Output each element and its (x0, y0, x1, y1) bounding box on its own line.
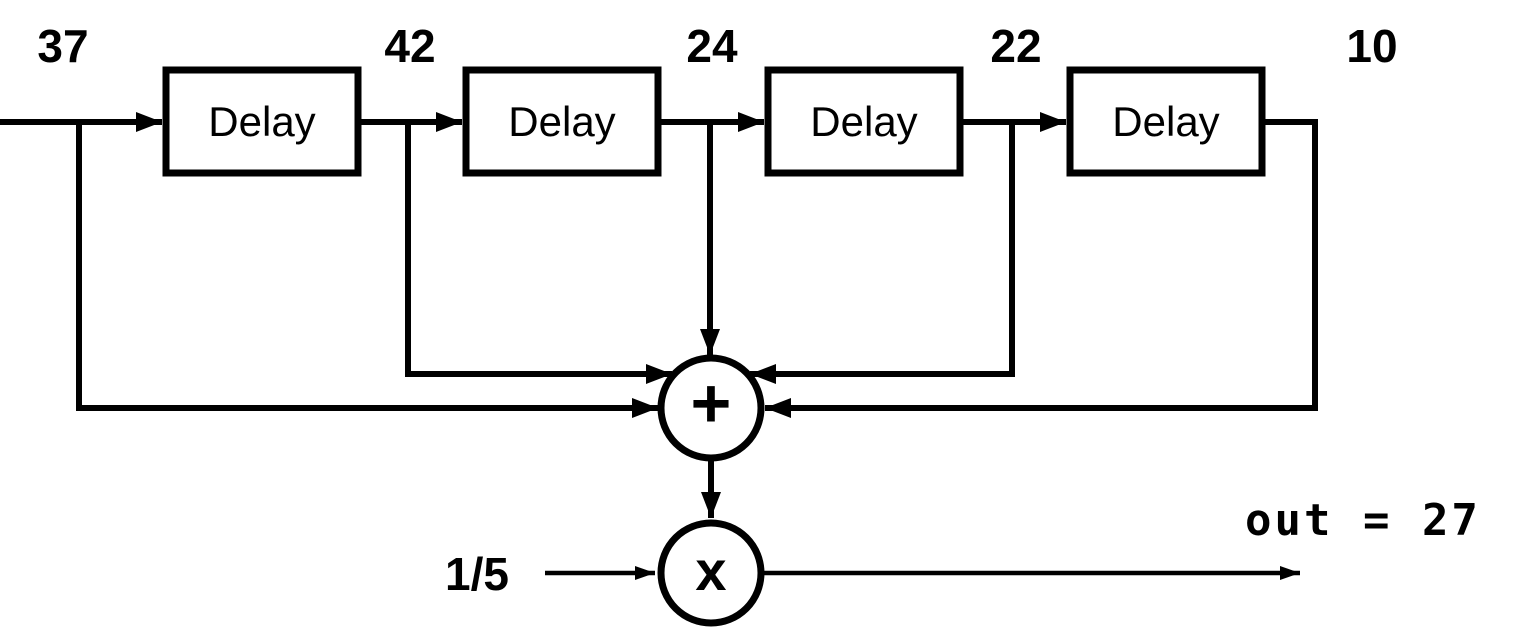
output-label: out = 27 (1245, 495, 1481, 546)
coefficient-label: 1/5 (445, 548, 509, 600)
delay-box-3 (764, 66, 964, 177)
sum-node: + (657, 354, 765, 462)
tap-wire-22 (750, 122, 1015, 384)
delay-box-4 (1066, 66, 1266, 177)
delay-block-3: Delay (764, 66, 964, 177)
tap-wire-42 (405, 122, 672, 384)
tap-wire-10 (765, 119, 1318, 418)
delay-label-1: Delay (208, 98, 315, 145)
signal-value-label-10: 10 (1346, 20, 1397, 72)
delay-label-3: Delay (810, 98, 917, 145)
multiply-operator-icon: x (695, 539, 726, 602)
signal-value-label-37: 37 (37, 20, 88, 72)
delay-block-4: Delay (1066, 66, 1266, 177)
delay-box-2 (462, 66, 662, 177)
delay-block-1: Delay (162, 66, 362, 177)
delay-box-1 (162, 66, 362, 177)
sum-circle (657, 354, 765, 462)
tap-wire-37 (76, 122, 658, 418)
delay-label-2: Delay (508, 98, 615, 145)
signal-value-label-24: 24 (686, 20, 738, 72)
signal-value-label-42: 42 (384, 20, 435, 72)
plus-operator-icon: + (691, 364, 732, 442)
multiply-node: x (657, 519, 765, 627)
delay-label-4: Delay (1112, 98, 1219, 145)
signal-value-labels: 37 42 24 22 10 (37, 20, 1397, 72)
delay-block-2: Delay (462, 66, 662, 177)
multiply-circle (657, 519, 765, 627)
signal-value-label-22: 22 (990, 20, 1041, 72)
wires (0, 112, 1318, 580)
